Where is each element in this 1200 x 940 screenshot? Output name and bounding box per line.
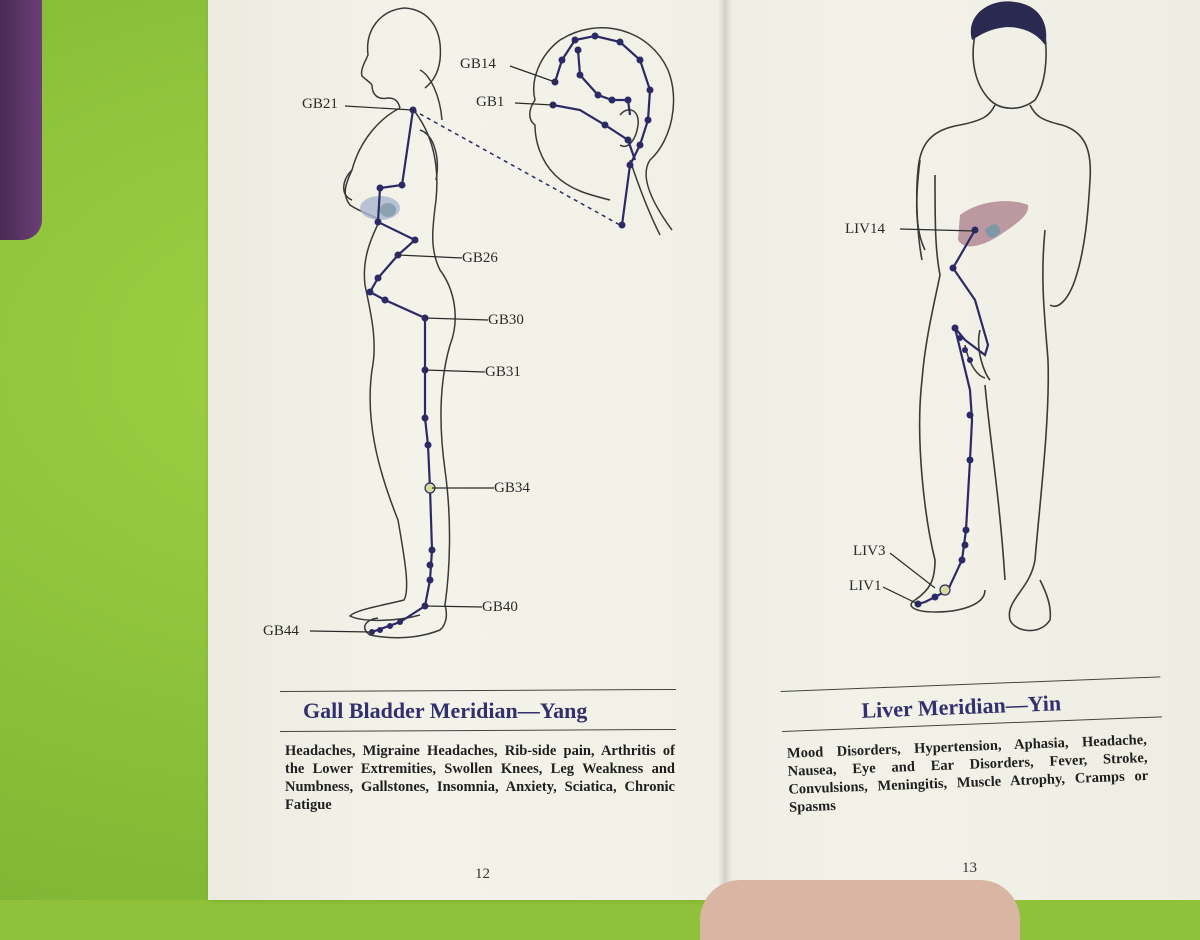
- title-rule-top-right: [780, 676, 1161, 692]
- right-page-text-block: Liver Meridian—Yin Mood Disorders, Hyper…: [780, 660, 1171, 835]
- gall-bladder-meridian-figure: [309, 1, 1092, 639]
- label-gb34: GB34: [494, 480, 530, 496]
- label-gb31: GB31: [485, 364, 521, 380]
- label-liv3: LIV3: [853, 543, 886, 559]
- right-page-title: Liver Meridian—Yin: [860, 690, 1062, 723]
- label-gb14: GB14: [460, 56, 496, 72]
- thumb: [700, 880, 1020, 940]
- label-gb1: GB1: [476, 94, 505, 110]
- label-liv14: LIV14: [845, 221, 885, 237]
- label-gb40: GB40: [482, 599, 518, 615]
- right-page-number: 13: [962, 860, 977, 876]
- right-page: [724, 0, 1200, 900]
- left-page: [208, 0, 726, 900]
- label-liv1: LIV1: [849, 578, 882, 594]
- label-gb26: GB26: [462, 250, 498, 266]
- purple-cloth: [0, 0, 42, 240]
- label-gb44: GB44: [263, 623, 299, 639]
- label-gb21: GB21: [302, 96, 338, 112]
- left-page-number: 12: [475, 866, 490, 882]
- right-page-body: Mood Disorders, Hypertension, Aphasia, H…: [786, 731, 1149, 816]
- left-page-body: Headaches, Migraine Headaches, Rib-side …: [285, 743, 675, 813]
- label-gb30: GB30: [488, 312, 524, 328]
- left-page-title: Gall Bladder Meridian—Yang: [303, 698, 588, 723]
- book-gutter: [718, 0, 732, 900]
